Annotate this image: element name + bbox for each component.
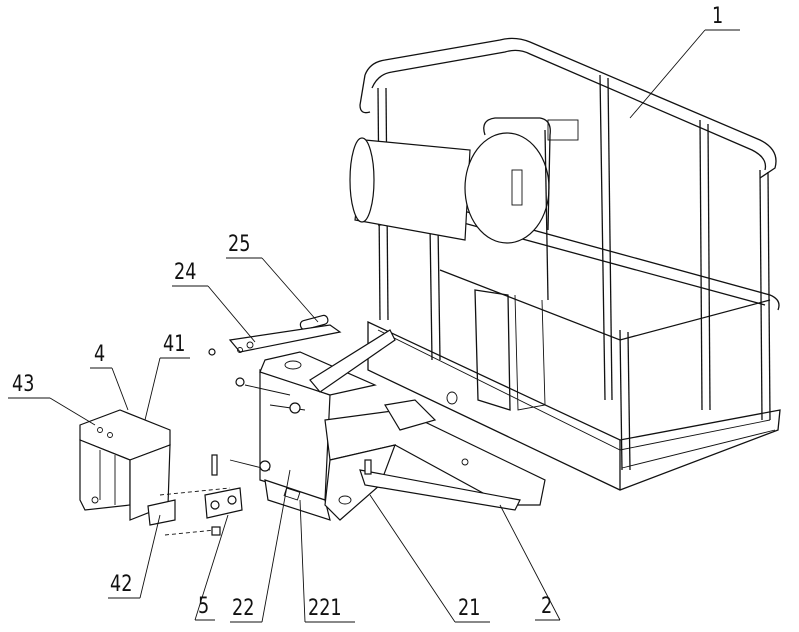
- callout-24: 24: [174, 260, 197, 285]
- mount-plate-22: [211, 329, 396, 521]
- callout-21: 21: [458, 596, 481, 621]
- callout-1: 1: [712, 4, 724, 29]
- callout-4: 4: [94, 342, 106, 367]
- bracket-4: [79, 409, 176, 526]
- callout-5: 5: [198, 594, 210, 619]
- callout-22: 22: [232, 596, 255, 621]
- callout-221: 221: [308, 596, 342, 621]
- callout-41: 41: [163, 332, 186, 357]
- link-bar-24: [208, 324, 342, 356]
- callout-2: 2: [541, 594, 553, 619]
- triangular-frame-2: [324, 399, 546, 521]
- callout-43: 43: [12, 372, 35, 397]
- work-platform-basket: [349, 37, 781, 491]
- leader-lines: [8, 29, 740, 623]
- callout-25: 25: [228, 232, 251, 257]
- clamp-5: [159, 487, 243, 536]
- callout-42: 42: [110, 572, 133, 597]
